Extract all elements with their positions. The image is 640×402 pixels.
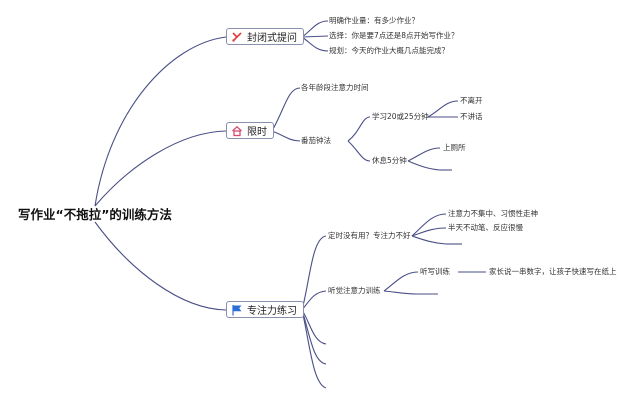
scissors-pencil-icon — [231, 31, 243, 43]
node-dictation[interactable]: 听写训练 — [420, 267, 450, 276]
connector-rest-c2 — [407, 160, 441, 171]
node-planning[interactable]: 规划：今天的作业大概几点能完成？ — [329, 46, 449, 55]
node-rest-minutes[interactable]: 休息5分钟 — [372, 156, 407, 165]
connector-t3-c1 — [301, 235, 327, 311]
node-attention-span[interactable]: 各年龄段注意力时间 — [301, 83, 369, 92]
node-no-talking[interactable]: 不讲话 — [460, 112, 483, 121]
connector-t3-c5 — [301, 309, 327, 389]
node-distracted[interactable]: 注意力不集中、习惯性走神 — [448, 209, 538, 218]
node-no-leaving[interactable]: 不离开 — [460, 96, 483, 105]
connector-t2-pomodoro-rest — [347, 140, 371, 162]
connector-t2-pomodoro-study — [347, 116, 371, 142]
connector-t3-c4 — [301, 309, 327, 365]
node-auditory-training[interactable]: 听觉注意力训练 — [328, 286, 381, 295]
connector-focus-c1 — [411, 213, 447, 237]
topic-time-limit[interactable]: 限时 — [226, 122, 274, 139]
connector-focus-c2 — [411, 227, 447, 237]
node-choice[interactable]: 选择：你是要7点还是8点开始写作业？ — [329, 31, 459, 40]
node-restroom[interactable]: 上厕所 — [443, 143, 466, 152]
topic-closed-questions[interactable]: 封闭式提问 — [226, 28, 304, 45]
connector-study-c1 — [427, 100, 459, 118]
connector-audio-c2 — [383, 290, 419, 295]
node-slow-start[interactable]: 半天不动笔、反应很慢 — [448, 223, 523, 232]
connector-root-topic-1 — [94, 36, 227, 207]
topic-label: 封闭式提问 — [247, 33, 297, 44]
connector-t1-c3 — [301, 36, 329, 52]
connector-rest-c1 — [407, 147, 441, 162]
connector-t2-c1 — [271, 87, 301, 132]
node-pomodoro[interactable]: 番茄钟法 — [301, 136, 331, 145]
node-number-dictation[interactable]: 家长说一串数字，让孩子快速写在纸上 — [489, 267, 617, 276]
node-workload[interactable]: 明确作业量：有多少作业？ — [329, 16, 419, 25]
root-topic[interactable]: 写作业“不拖拉”的训练方法 — [18, 207, 172, 222]
node-study-minutes[interactable]: 学习20或25分钟 — [372, 112, 429, 121]
connector-t2-c2 — [271, 130, 301, 142]
topic-focus-practice[interactable]: 专注力练习 — [226, 301, 304, 318]
connector-root-topic-3 — [94, 221, 227, 311]
topic-label: 限时 — [247, 127, 267, 138]
node-timing-not-working[interactable]: 定时没有用？专注力不好 — [328, 231, 411, 240]
connector-root-topic-2 — [94, 130, 227, 207]
connector-t1-c1 — [301, 20, 329, 38]
topic-label: 专注力练习 — [247, 306, 297, 317]
connector-focus-c3 — [411, 235, 447, 245]
connector-audio-c1 — [383, 271, 419, 292]
home-icon — [231, 125, 243, 137]
connector-t1-c2 — [301, 35, 329, 38]
flag-icon — [231, 304, 243, 316]
